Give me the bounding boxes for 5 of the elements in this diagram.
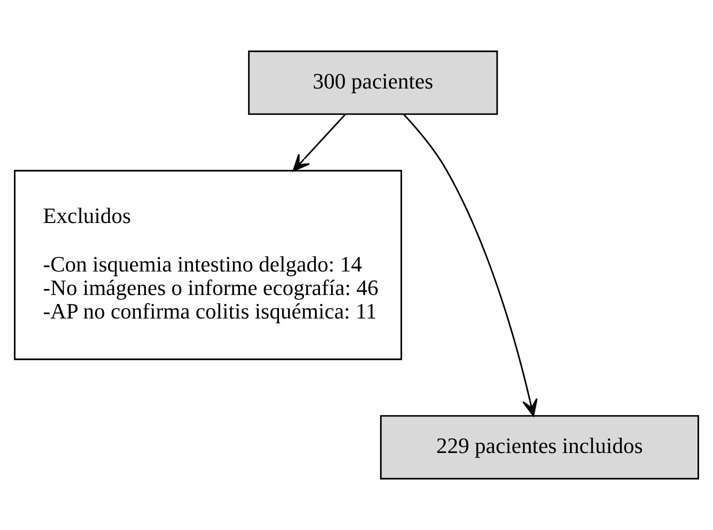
arrow (403, 114, 538, 416)
node-box: Excluidos -Con isquemia intestino delgado: 14 -No imágenes o informe ecografía: 46 -AP no confirma colitis isquémica: 11 (14, 170, 402, 360)
node-box: 229 pacientes incluidos (380, 415, 700, 480)
node-box: 300 pacientes (248, 50, 498, 115)
arrow (292, 114, 346, 172)
